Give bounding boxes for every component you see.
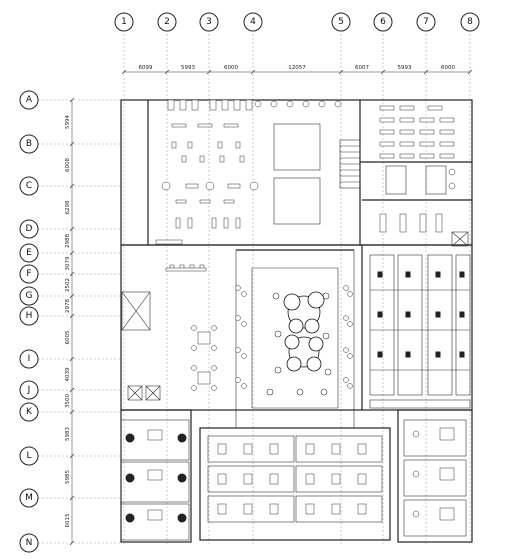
upper-right-desks bbox=[379, 105, 456, 233]
column-spacing-label: 5993 bbox=[181, 65, 195, 71]
column-axis-bubble: 4 bbox=[243, 12, 263, 32]
row-dimensions: 5994 6008 6298 2988 3079 2502 2978 6005 4039 3500… bbox=[65, 97, 75, 546]
column-axis-bubble: 2 bbox=[157, 12, 177, 32]
courtyard-trees bbox=[266, 291, 332, 396]
row-axis-label: D bbox=[26, 224, 33, 234]
column-axis-bubble: 3 bbox=[199, 12, 219, 32]
column-axis-label: 4 bbox=[250, 17, 256, 27]
column-axis-label: 6 bbox=[380, 17, 386, 27]
upper-left-furniture bbox=[155, 99, 342, 245]
row-axis-label: A bbox=[26, 95, 33, 105]
column-axis-label: 1 bbox=[121, 17, 127, 27]
column-spacing-label: 6000 bbox=[224, 65, 238, 71]
right-middle-stalls bbox=[369, 254, 471, 396]
row-axis-bubble: G bbox=[19, 286, 39, 306]
column-axis-bubble: 6 bbox=[373, 12, 393, 32]
row-spacing-label: 5983 bbox=[65, 427, 71, 441]
staircase bbox=[339, 139, 361, 189]
row-axis-label: I bbox=[28, 354, 31, 364]
column-axis-label: 5 bbox=[338, 17, 344, 27]
middle-left-furniture bbox=[165, 264, 217, 391]
row-spacing-label: 6015 bbox=[65, 513, 71, 527]
column-axis-bubble: 8 bbox=[460, 12, 480, 32]
row-axis-label: K bbox=[26, 407, 33, 417]
row-axis-bubble: I bbox=[19, 349, 39, 369]
row-spacing-label: 2978 bbox=[65, 299, 71, 313]
lower-center-rooms bbox=[207, 435, 383, 523]
row-axis-label: B bbox=[26, 139, 32, 149]
column-axis-bubble: 7 bbox=[416, 12, 436, 32]
row-spacing-label: 6008 bbox=[65, 158, 71, 172]
row-axis-label: E bbox=[26, 248, 32, 258]
row-axis-label: J bbox=[27, 385, 31, 395]
row-axis-bubble: L bbox=[19, 446, 39, 466]
row-axis-bubble: B bbox=[19, 134, 39, 154]
row-axis-label: F bbox=[26, 269, 31, 279]
row-axis-label: C bbox=[26, 181, 32, 191]
column-axis-bubble: 1 bbox=[114, 12, 134, 32]
row-axis-label: G bbox=[26, 291, 33, 301]
row-axis-bubble: C bbox=[19, 176, 39, 196]
column-spacing-label: 6000 bbox=[441, 65, 455, 71]
row-spacing-label: 4039 bbox=[65, 367, 71, 381]
row-axis-bubble: D bbox=[19, 219, 39, 239]
row-spacing-label: 2988 bbox=[65, 234, 71, 248]
row-axis-bubble: N bbox=[19, 533, 39, 553]
column-axis-label: 8 bbox=[467, 17, 473, 27]
row-axis-bubble: F bbox=[19, 264, 39, 284]
building-walls bbox=[120, 99, 473, 543]
column-axis-label: 2 bbox=[164, 17, 170, 27]
column-axis-bubble: 5 bbox=[331, 12, 351, 32]
column-axis-label: 3 bbox=[206, 17, 212, 27]
row-axis-label: L bbox=[26, 451, 31, 461]
row-axis-bubble: J bbox=[19, 380, 39, 400]
column-spacing-label: 5993 bbox=[398, 65, 412, 71]
lower-right-rooms bbox=[403, 419, 467, 537]
row-axis-bubble: E bbox=[19, 243, 39, 263]
row-spacing-label: 5994 bbox=[65, 115, 71, 129]
row-spacing-label: 6298 bbox=[65, 200, 71, 214]
row-axis-label: H bbox=[26, 311, 33, 321]
row-spacing-label: 3079 bbox=[65, 256, 71, 270]
row-axis-bubble: H bbox=[19, 306, 39, 326]
row-axis-label: N bbox=[26, 538, 33, 548]
column-spacing-label: 6007 bbox=[355, 65, 369, 71]
row-axis-bubble: M bbox=[19, 488, 39, 508]
column-axes: 1 2 3 4 5 6 7 8 bbox=[114, 12, 480, 545]
column-dimensions: 6099 5993 6000 12057 6007 5993 6000 bbox=[121, 65, 473, 75]
row-spacing-label: 5985 bbox=[65, 470, 71, 484]
row-axis-bubble: A bbox=[19, 90, 39, 110]
row-axis-label: M bbox=[25, 493, 33, 503]
row-spacing-label: 3500 bbox=[65, 394, 71, 408]
column-spacing-label: 6099 bbox=[139, 65, 153, 71]
lower-left-rooms bbox=[120, 419, 190, 541]
row-spacing-label: 2502 bbox=[65, 278, 71, 292]
courtyard-chairs bbox=[235, 285, 353, 389]
row-axes: A B C D E F GH I J K L M N bbox=[19, 90, 120, 553]
row-spacing-label: 6005 bbox=[65, 330, 71, 344]
row-axis-bubble: K bbox=[19, 402, 39, 422]
column-spacing-label: 12057 bbox=[288, 65, 306, 71]
column-axis-label: 7 bbox=[423, 17, 429, 27]
